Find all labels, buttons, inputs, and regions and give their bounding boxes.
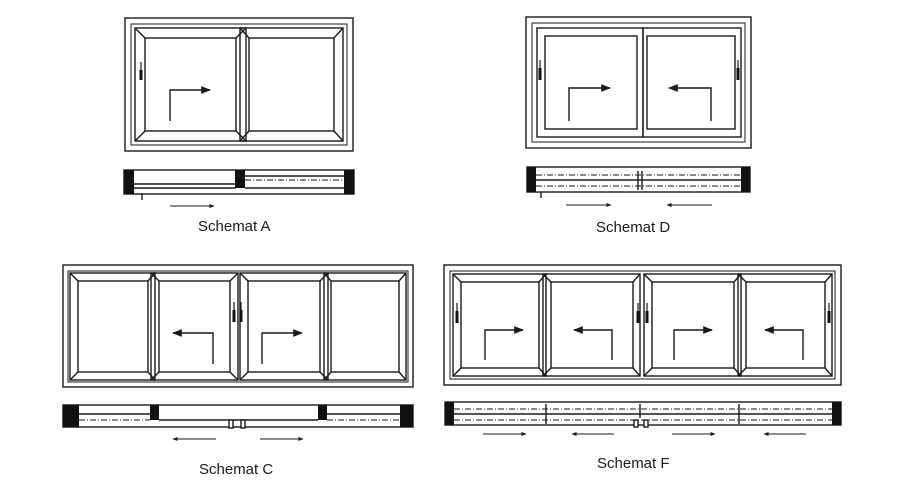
open-left-arrow-icon: [172, 329, 214, 364]
open-right-arrow-icon: [169, 86, 211, 121]
sash-3: [239, 272, 329, 381]
caption-schemat-a: Schemat A: [198, 218, 271, 235]
caption-schemat-f: Schemat F: [597, 455, 670, 472]
caption-schemat-c: Schemat C: [199, 461, 274, 478]
window-handle-icon: [736, 60, 740, 80]
outer-frame: [443, 264, 842, 386]
window-handle-icon: [636, 303, 640, 323]
sash-2: [150, 272, 239, 381]
open-left-arrow-icon: [668, 84, 712, 121]
window-handle-icon: [538, 60, 542, 80]
sash-right: [642, 27, 742, 138]
caption-schemat-d: Schemat D: [596, 219, 671, 236]
sash-left: [536, 27, 644, 138]
outer-frame: [124, 17, 354, 152]
outer-frame: [62, 264, 414, 388]
plan-view-a: [123, 169, 355, 200]
sash-4: [323, 272, 407, 381]
plan-view-c: [62, 404, 414, 429]
sash-1: [452, 273, 547, 377]
open-right-arrow-icon: [568, 84, 611, 121]
window-handle-icon: [645, 303, 649, 323]
diagram-schemat-f: [443, 264, 842, 436]
diagram-schemat-c: [62, 264, 414, 441]
window-handle-icon: [455, 303, 459, 323]
open-right-arrow-icon: [484, 326, 524, 360]
plan-view-d: [526, 166, 751, 198]
sash-left: [134, 27, 247, 142]
window-handle-icon: [139, 62, 143, 80]
sash-3: [643, 273, 742, 377]
sash-4: [737, 273, 833, 377]
open-right-arrow-icon: [261, 329, 303, 364]
diagram-schemat-d: [525, 16, 752, 207]
diagram-schemat-a: [123, 17, 355, 208]
window-handle-icon: [239, 302, 243, 322]
plan-view-f: [444, 401, 842, 428]
open-left-arrow-icon: [573, 326, 613, 360]
open-left-arrow-icon: [764, 326, 804, 360]
sash-1: [69, 272, 156, 381]
sash-2: [542, 273, 641, 377]
outer-frame: [525, 16, 752, 149]
sash-right: [239, 27, 344, 142]
window-handle-icon: [232, 302, 236, 322]
window-handle-icon: [827, 303, 831, 323]
open-right-arrow-icon: [673, 326, 713, 360]
